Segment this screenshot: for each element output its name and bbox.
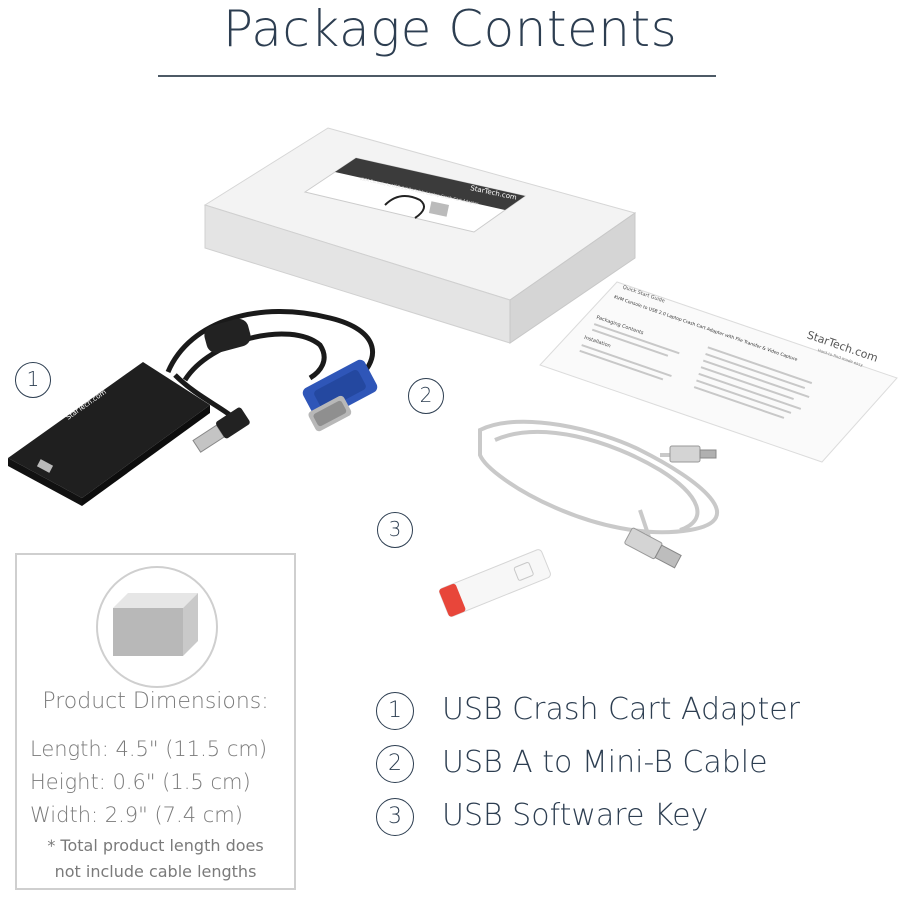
marker-1: 1 (15, 362, 51, 398)
legend-label-1: USB Crash Cart Adapter (442, 692, 801, 727)
legend-number-2: 2 (376, 745, 414, 783)
dimensions-note-line-1: * Total product length does (47, 836, 264, 855)
usb-mini-b-cable (478, 419, 719, 541)
legend-number-3: 3 (376, 798, 414, 836)
dimensions-title: Product Dimensions: (42, 689, 269, 714)
title-divider (158, 75, 716, 77)
usb-mini-b-connector (669, 445, 717, 463)
legend-label-3: USB Software Key (442, 798, 709, 833)
page-title: Package Contents (222, 0, 678, 58)
legend-number-1: 1 (376, 692, 414, 730)
dimensions-note-line-2: not include cable lengths (54, 862, 257, 881)
crash-cart-adapter: StarTech.com (8, 309, 378, 506)
dimension-height: Height: 0.6" (1.5 cm) (30, 770, 251, 794)
dimension-width: Width: 2.9" (7.4 cm) (30, 803, 243, 827)
marker-2: 2 (408, 378, 444, 414)
dimension-box-icon (96, 566, 218, 688)
usb-software-key (439, 549, 551, 617)
usb-a-connector (624, 527, 682, 569)
product-dimensions-panel: Product Dimensions: Length: 4.5" (11.5 c… (15, 553, 296, 890)
packaging-box: StarTech.com KVM Console to USB 2.0 Port… (203, 127, 637, 344)
dimension-length: Length: 4.5" (11.5 cm) (30, 737, 268, 761)
legend-label-2: USB A to Mini-B Cable (442, 745, 768, 780)
marker-3: 3 (377, 512, 413, 548)
